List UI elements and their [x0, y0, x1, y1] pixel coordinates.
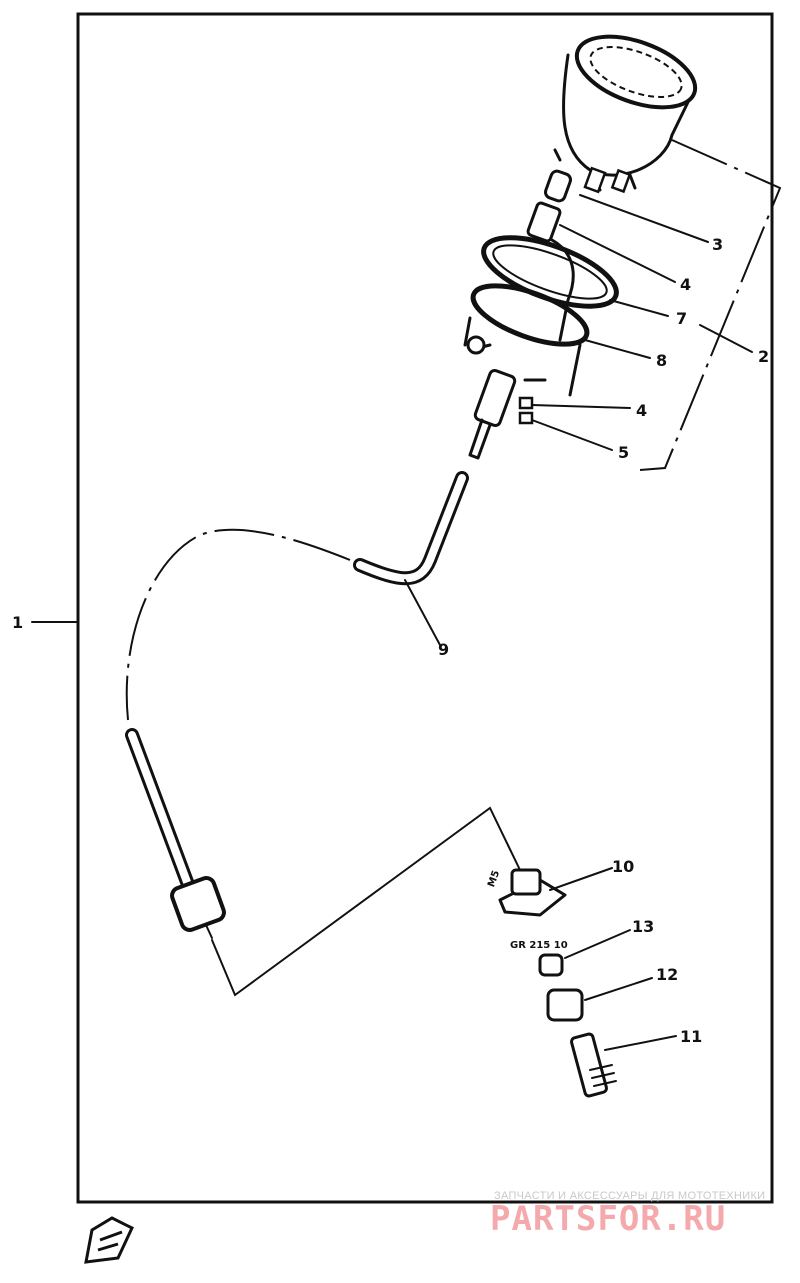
- speedometer-head: [553, 34, 698, 194]
- callout-7: 7: [676, 309, 687, 328]
- callout-3: 3: [712, 235, 723, 254]
- callout-11: 11: [680, 1027, 702, 1046]
- gasket-spec: GR 215 10: [510, 940, 568, 951]
- leaders-upper: [531, 139, 782, 471]
- washer-13: [538, 929, 631, 977]
- front-direction-icon: [84, 1216, 134, 1264]
- callout-4-upper: 4: [680, 275, 691, 294]
- speedometer-cable-9: [125, 471, 469, 939]
- callout-12: 12: [656, 965, 678, 984]
- callout-9: 9: [438, 640, 449, 659]
- screw-spec: M5: [486, 869, 502, 889]
- bulb-socket: [526, 169, 575, 342]
- bracket-8: [463, 283, 590, 397]
- watermark-brand: PARTSFOR.RU: [490, 1199, 726, 1239]
- callout-8: 8: [656, 351, 667, 370]
- callout-4-lower: 4: [636, 401, 647, 420]
- callout-2: 2: [758, 347, 769, 366]
- callout-5: 5: [618, 443, 629, 462]
- gear-housing-10: M5 GR 215 10: [486, 867, 613, 951]
- bushing-12: [546, 977, 653, 1022]
- cable-fitting-upper: [468, 369, 534, 460]
- drive-gear-11: [570, 1032, 677, 1098]
- callout-1: 1: [12, 613, 23, 632]
- callout-10: 10: [612, 857, 634, 876]
- watermark-tagline: ЗАПЧАСТИ И АКСЕССУАРЫ ДЛЯ МОТОТЕХНИКИ: [494, 1190, 765, 1202]
- diagram-frame: [76, 12, 774, 1204]
- drive-leader: [211, 806, 521, 997]
- callout-13: 13: [632, 917, 654, 936]
